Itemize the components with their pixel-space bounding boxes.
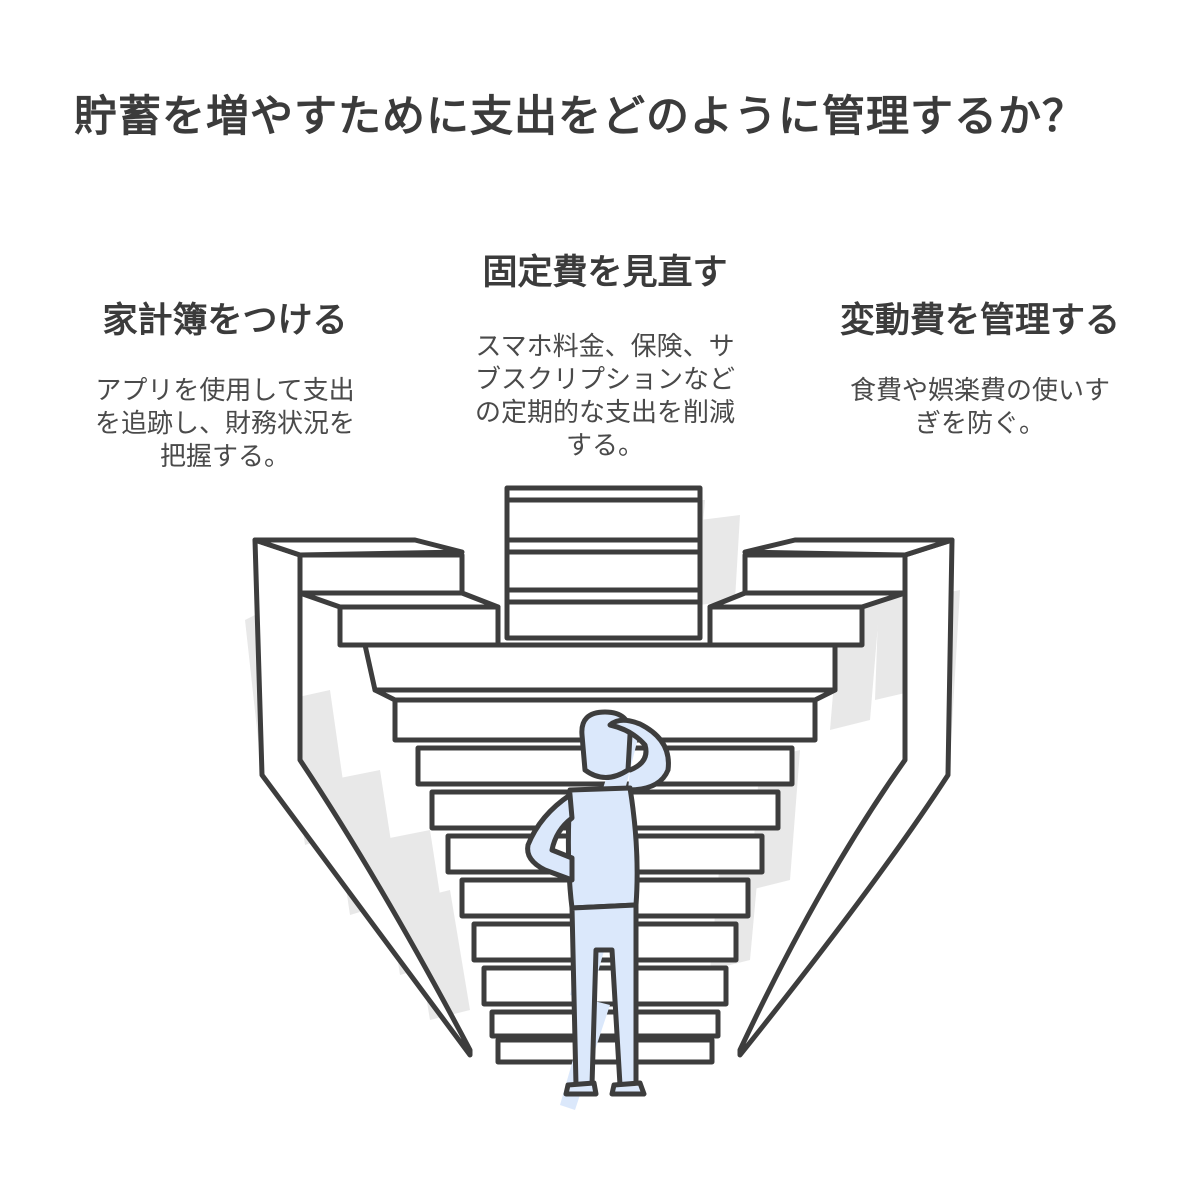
- person-thinking: [525, 709, 671, 1097]
- left-wall: [252, 537, 473, 1058]
- page-title: 貯蓄を増やすために支出をどのように管理するか？: [74, 92, 1086, 142]
- option-household-budget: 家計簿をつける アプリを使用して支出 を追跡し、財務状況を 把握する。: [60, 292, 390, 474]
- option-heading: 家計簿をつける: [102, 301, 348, 341]
- staircase-right: [707, 537, 955, 648]
- option-heading: 固定費を見直す: [482, 253, 728, 293]
- option-description: スマホ料金、保険、サ ブスクリプションなど の定期的な支出を削減 する。: [440, 331, 770, 463]
- desc-line: の定期的な支出を削減: [474, 398, 735, 428]
- right-wall: [737, 537, 955, 1058]
- option-heading: 変動費を管理する: [839, 301, 1120, 341]
- staircase-center: [504, 485, 703, 641]
- desc-line: 食費や娯楽費の使いす: [849, 376, 1110, 406]
- option-fixed-costs: 固定費を見直す スマホ料金、保険、サ ブスクリプションなど の定期的な支出を削減…: [440, 244, 770, 463]
- option-description: アプリを使用して支出 を追跡し、財務状況を 把握する。: [60, 375, 390, 474]
- desc-line: ブスクリプションなど: [474, 365, 735, 395]
- desc-line: ぎを防ぐ。: [914, 409, 1045, 439]
- option-description: 食費や娯楽費の使いす ぎを防ぐ。: [815, 375, 1145, 441]
- desc-line: する。: [565, 431, 644, 461]
- option-variable-costs: 変動費を管理する 食費や娯楽費の使いす ぎを防ぐ。: [815, 292, 1145, 441]
- staircase-left: [252, 537, 501, 648]
- desc-line: アプリを使用して支出: [95, 376, 355, 406]
- desc-line: 把握する。: [159, 442, 290, 472]
- desc-line: スマホ料金、保険、サ: [475, 332, 735, 362]
- desc-line: を追跡し、財務状況を: [94, 409, 355, 439]
